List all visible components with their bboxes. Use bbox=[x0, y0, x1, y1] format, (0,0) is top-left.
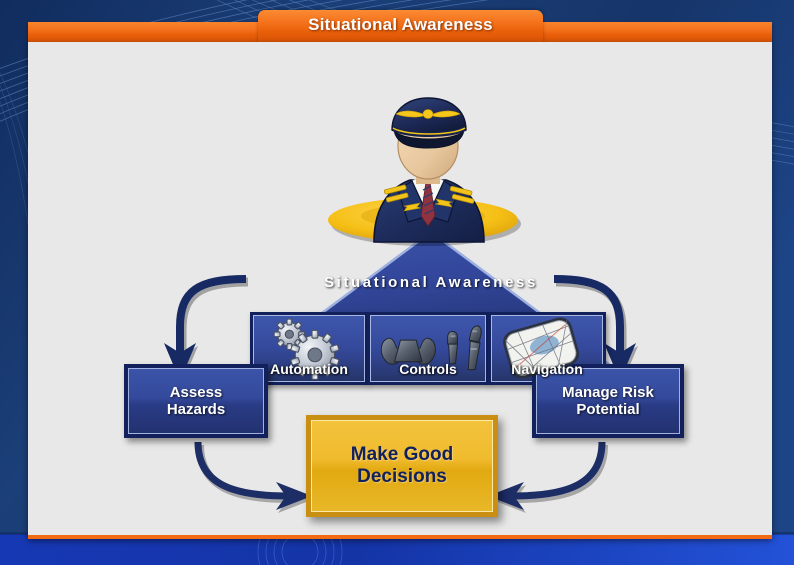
map-icon bbox=[503, 317, 580, 379]
pillar-navigation-label: Navigation bbox=[511, 361, 583, 377]
pyramid-label: Situational Awareness bbox=[324, 274, 538, 291]
manage-risk-line2: Potential bbox=[576, 401, 640, 418]
arrow-pyramid-to-assess-hazards bbox=[164, 275, 248, 384]
slide-content-panel: Situational Awareness bbox=[28, 42, 772, 539]
pillar-controls-label: Controls bbox=[399, 361, 457, 377]
arrow-pyramid-to-manage-risk bbox=[553, 275, 638, 384]
yoke-controls-icon bbox=[380, 325, 482, 371]
pilot-avatar-icon bbox=[373, 97, 485, 243]
title-tab bbox=[258, 10, 543, 43]
box-make-good-decisions[interactable]: Make Good Decisions bbox=[306, 415, 498, 517]
arrow-assess-hazards-to-decisions bbox=[194, 441, 314, 513]
pillar-controls[interactable]: Controls bbox=[367, 312, 489, 385]
box-manage-risk-potential[interactable]: Manage Risk Potential bbox=[532, 364, 684, 438]
decision-line2: Decisions bbox=[357, 466, 447, 487]
assess-hazards-line2: Hazards bbox=[166, 401, 226, 418]
pillar-automation-label: Automation bbox=[270, 361, 348, 377]
gears-icon bbox=[273, 318, 340, 380]
decision-line1: Make Good bbox=[350, 444, 454, 465]
assess-hazards-line1: Assess bbox=[169, 384, 223, 401]
pillar-navigation[interactable]: Navigation bbox=[488, 312, 606, 385]
page-title: Situational Awareness bbox=[308, 15, 493, 34]
arrow-manage-risk-to-decisions bbox=[488, 441, 608, 513]
pillar-automation[interactable]: Automation bbox=[250, 312, 368, 385]
box-assess-hazards[interactable]: Assess Hazards bbox=[124, 364, 268, 438]
manage-risk-line1: Manage Risk bbox=[562, 384, 654, 401]
